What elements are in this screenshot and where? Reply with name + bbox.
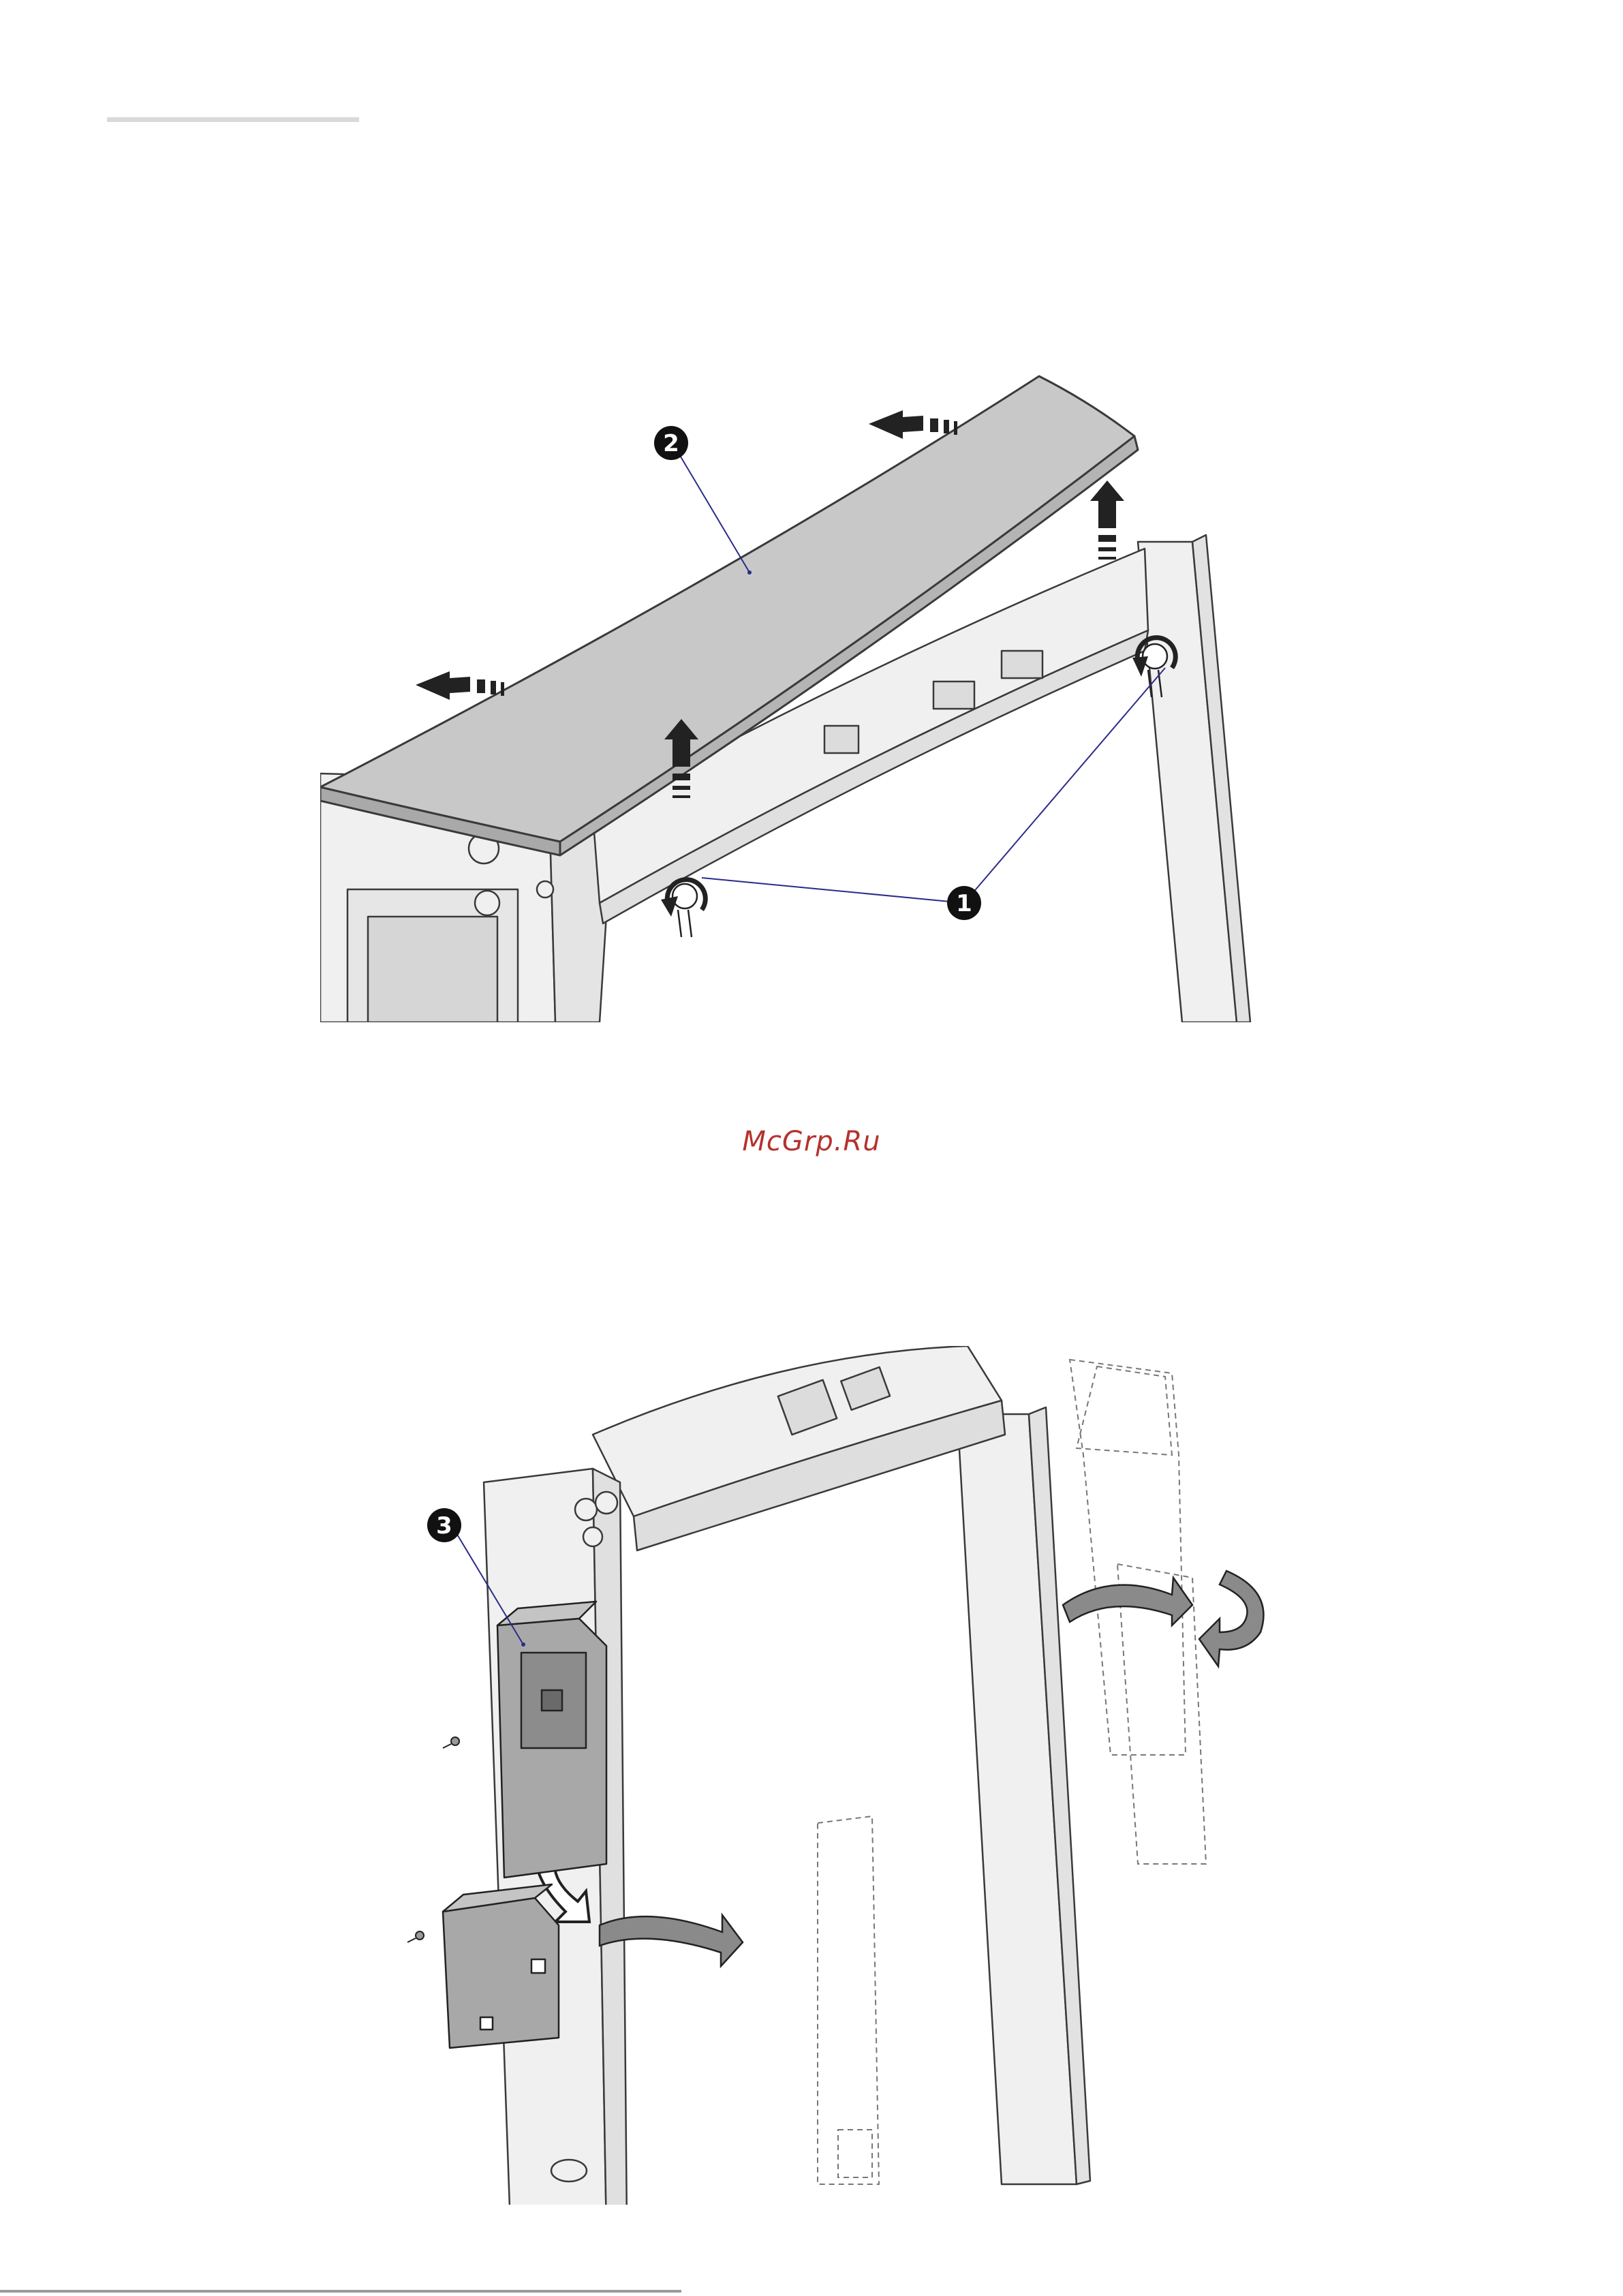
ghost-module-right-upper — [1070, 1360, 1186, 1755]
footer-rule — [0, 2290, 681, 2293]
watermark-text: McGrp.Ru — [0, 1126, 1623, 1157]
callout-1: 1 — [947, 886, 981, 920]
callout-2-label: 2 — [663, 430, 679, 457]
slide-arrow-top-icon — [869, 410, 923, 439]
slide-arrow-left-icon — [416, 671, 470, 700]
module-swap-illustration: 3 — [402, 1346, 1308, 2205]
callout-1-label: 1 — [956, 890, 972, 917]
swap-arrow-curl-icon — [1199, 1571, 1263, 1666]
header-rule — [107, 117, 359, 122]
callout-3-label: 3 — [436, 1512, 452, 1540]
cover-removal-illustration: 2 1 — [320, 371, 1267, 1022]
lock-left-icon — [673, 884, 697, 908]
lift-arrow-right-icon — [1090, 480, 1124, 528]
swap-arrow-upper-icon — [1063, 1578, 1192, 1625]
lock-right-icon — [1143, 644, 1167, 669]
callout-2: 2 — [654, 426, 688, 460]
callout-3: 3 — [427, 1508, 461, 1542]
